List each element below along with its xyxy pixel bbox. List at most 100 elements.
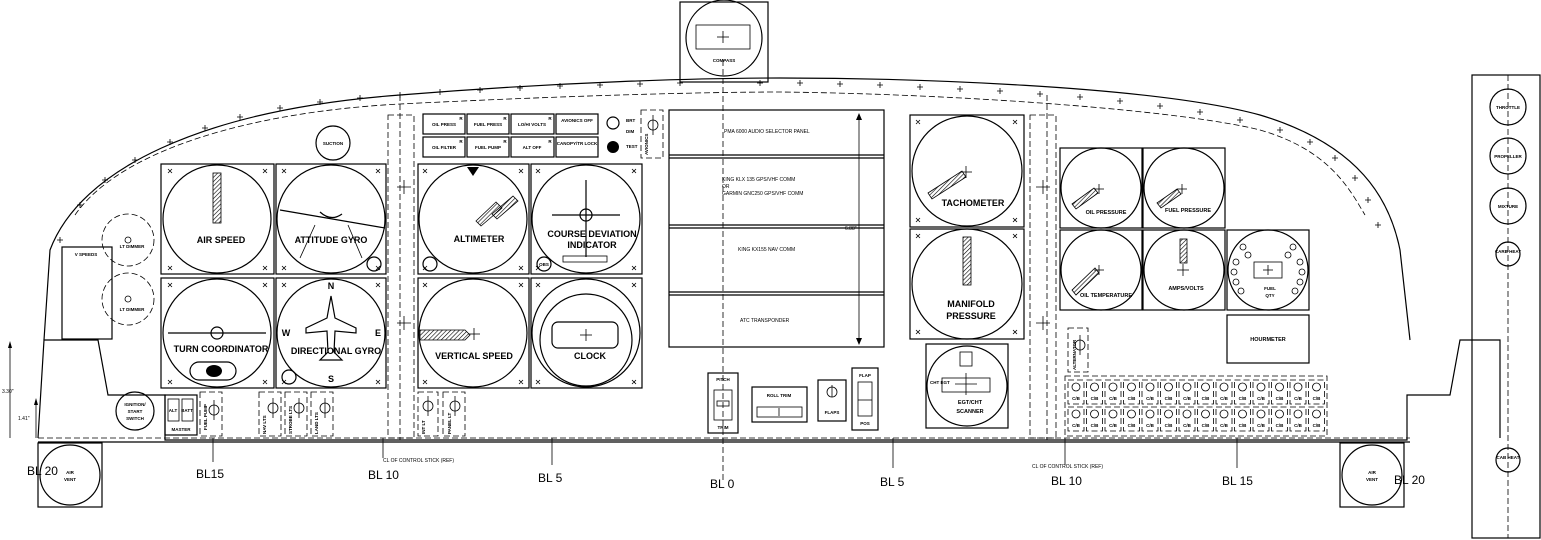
flaps-switch[interactable]: FLAPS — [817, 379, 847, 422]
circuit-breaker[interactable]: C/B — [1252, 379, 1270, 405]
panel-brow — [43, 77, 1411, 341]
circuit-breaker[interactable]: C/B — [1215, 379, 1233, 405]
circuit-breaker[interactable]: C/B — [1197, 379, 1214, 405]
int-lt-dimmer[interactable]: INT LT — [417, 391, 439, 437]
alt-batt-master-switch[interactable]: ALT BATT MASTER — [164, 394, 198, 436]
panel-lt-dimmer[interactable]: PANEL LT — [442, 391, 466, 437]
circuit-breaker-label: C/B — [1128, 396, 1137, 401]
svg-text:CHT EGT: CHT EGT — [930, 380, 950, 385]
svg-text:KING KX155 NAV COMM: KING KX155 NAV COMM — [738, 247, 795, 253]
svg-text:BL 5: BL 5 — [880, 475, 905, 489]
svg-text:LAND LTS: LAND LTS — [314, 412, 319, 434]
circuit-breaker[interactable]: C/B — [1234, 406, 1251, 432]
svg-text:TRIM: TRIM — [718, 425, 729, 430]
air-vent-left[interactable]: AIR VENT — [37, 442, 103, 508]
circuit-breaker[interactable]: C/B — [1308, 406, 1325, 432]
svg-text:OIL PRESSURE: OIL PRESSURE — [1086, 210, 1127, 216]
air-speed-indicator: AIR SPEED — [160, 163, 275, 275]
circuit-breaker[interactable]: C/B — [1271, 406, 1288, 432]
circuit-breaker[interactable]: C/B — [1178, 406, 1196, 432]
strobe-lts-switch[interactable]: STROBE LTS — [284, 391, 308, 437]
lt-dimmer-upper[interactable]: LT DIMMER — [101, 213, 155, 267]
circuit-breaker[interactable]: C/B — [1160, 406, 1177, 432]
svg-text:EGT/CHT: EGT/CHT — [958, 400, 983, 406]
svg-text:PMA 6000 AUDIO SELECTOR PANEL: PMA 6000 AUDIO SELECTOR PANEL — [724, 129, 810, 135]
svg-text:SCANNER: SCANNER — [956, 409, 983, 415]
circuit-breaker[interactable]: C/B — [1160, 379, 1177, 405]
circuit-breaker[interactable]: C/B — [1086, 379, 1103, 405]
circuit-breaker-label: C/B — [1183, 396, 1192, 401]
ignition-switch[interactable]: IGNITION/ START SWITCH — [115, 391, 155, 431]
compass: COMPASS — [679, 0, 769, 83]
svg-text:INT LT: INT LT — [421, 420, 426, 434]
svg-text:BL15: BL15 — [196, 467, 224, 481]
avionics-master-switch[interactable]: AVIONICS — [640, 109, 664, 159]
circuit-breaker[interactable]: C/B — [1067, 406, 1085, 432]
circuit-breaker-label: C/B — [1072, 396, 1081, 401]
svg-text:GARMIN GNC250 GPS/VHF COMM: GARMIN GNC250 GPS/VHF COMM — [722, 191, 803, 197]
svg-text:AVIONICS: AVIONICS — [644, 134, 649, 155]
circuit-breaker[interactable]: C/B — [1289, 406, 1307, 432]
lt-dimmer-lower[interactable]: LT DIMMER — [101, 272, 155, 326]
circuit-breaker[interactable]: C/B — [1234, 379, 1251, 405]
circuit-breaker-label: C/B — [1091, 396, 1100, 401]
alternator-switch[interactable]: ALTERNATOR — [1067, 327, 1089, 373]
throttle-knob[interactable]: THROTTLE — [1489, 88, 1527, 126]
circuit-breaker[interactable]: C/B — [1123, 379, 1140, 405]
svg-text:FUEL PRESSURE: FUEL PRESSURE — [1165, 208, 1211, 214]
svg-text:BL 20: BL 20 — [1394, 473, 1425, 487]
circuit-breaker[interactable]: C/B — [1178, 379, 1196, 405]
circuit-breaker[interactable]: C/B — [1141, 406, 1159, 432]
circuit-breaker[interactable]: C/B — [1104, 379, 1122, 405]
cab-heat-knob[interactable]: CAB HEAT — [1495, 447, 1521, 473]
svg-text:W: W — [282, 328, 291, 338]
annunciator-dim-switch[interactable]: BRT DIM TEST — [606, 116, 638, 153]
svg-text:FUEL: FUEL — [1264, 286, 1276, 291]
svg-text:QTY: QTY — [1265, 293, 1274, 298]
engine-gauge-screws — [915, 119, 1018, 335]
circuit-breaker[interactable]: C/B — [1104, 406, 1122, 432]
air-vent-right[interactable]: AIR VENT — [1339, 442, 1405, 508]
circuit-breaker-label: C/B — [1183, 423, 1192, 428]
mixture-knob[interactable]: MIXTURE — [1489, 187, 1527, 225]
pitch-trim[interactable]: PITCH TRIM — [707, 372, 739, 434]
circuit-breaker[interactable]: C/B — [1123, 406, 1140, 432]
svg-text:LO/HI VOLTS: LO/HI VOLTS — [518, 122, 546, 127]
suction-gauge: SUCTION — [315, 125, 351, 161]
circuit-breaker[interactable]: C/B — [1067, 379, 1085, 405]
circuit-breaker[interactable]: C/B — [1289, 379, 1307, 405]
svg-text:OR: OR — [722, 184, 730, 190]
svg-text:DIRECTIONAL GYRO: DIRECTIONAL GYRO — [291, 346, 381, 356]
brow-ticks — [57, 80, 1381, 243]
svg-text:OIL FILTER: OIL FILTER — [432, 145, 457, 150]
svg-text:THROTTLE: THROTTLE — [1496, 105, 1520, 110]
roll-trim[interactable]: ROLL TRIM — [751, 386, 808, 423]
circuit-breaker[interactable]: C/B — [1252, 406, 1270, 432]
circuit-breaker[interactable]: C/B — [1271, 379, 1288, 405]
svg-text:MIXTURE: MIXTURE — [1498, 204, 1518, 209]
circuit-breaker[interactable]: C/B — [1197, 406, 1214, 432]
svg-text:COURSE DEVIATION: COURSE DEVIATION — [547, 229, 636, 239]
nav-lts-switch[interactable]: NAV LTS — [258, 391, 282, 437]
circuit-breaker[interactable]: C/B — [1215, 406, 1233, 432]
svg-text:TURN COORDINATOR: TURN COORDINATOR — [174, 344, 269, 354]
svg-text:AIR: AIR — [1368, 470, 1377, 475]
altimeter: ALTIMETER — [417, 163, 530, 275]
circuit-breaker[interactable]: C/B — [1308, 379, 1325, 405]
propeller-knob[interactable]: PROPELLER — [1489, 137, 1527, 175]
svg-text:AVIONICS OFF: AVIONICS OFF — [561, 118, 593, 123]
circuit-breaker[interactable]: C/B — [1086, 406, 1103, 432]
land-lts-switch[interactable]: LAND LTS — [310, 391, 334, 437]
circuit-breaker[interactable]: C/B — [1141, 379, 1159, 405]
throttle-quadrant: THROTTLE PROPELLER MIXTURE CARB HEAT CAB… — [1471, 74, 1541, 539]
circuit-breaker-label: C/B — [1257, 396, 1266, 401]
butt-line-labels: BL 20 BL15 BL 10 BL 5 BL 0 BL 5 BL 10 BL… — [27, 458, 1425, 491]
svg-text:SUCTION: SUCTION — [323, 141, 343, 146]
svg-text:POS: POS — [860, 421, 870, 426]
carb-heat-knob[interactable]: CARB HEAT — [1495, 241, 1521, 267]
svg-text:INDICATOR: INDICATOR — [567, 240, 617, 250]
svg-text:ROLL TRIM: ROLL TRIM — [767, 393, 792, 398]
circuit-breaker-label: C/B — [1239, 396, 1248, 401]
fuel-pump-switch[interactable]: FUEL PUMP — [199, 391, 223, 437]
